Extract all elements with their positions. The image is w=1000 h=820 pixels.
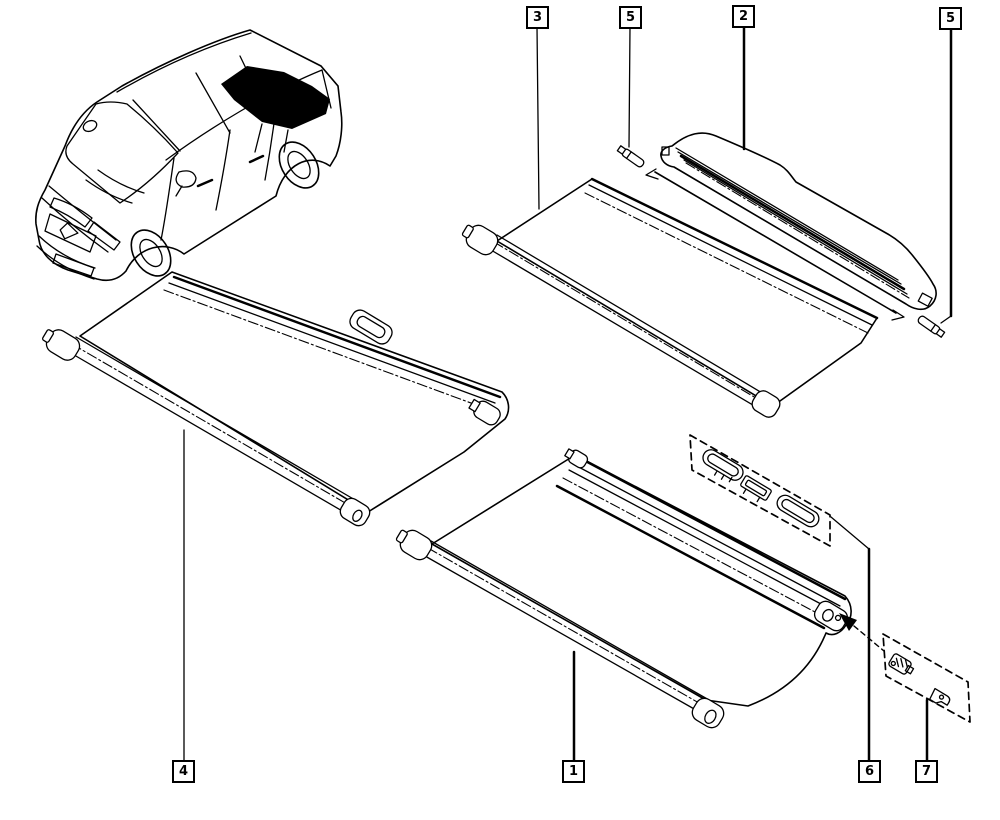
callout-box-5-right[interactable]: 5 [939,7,962,30]
callout-box-5-left[interactable]: 5 [619,6,642,29]
mount-arrow-icon [839,613,857,631]
windshield [65,101,179,204]
leader-lines [183,26,953,763]
callout-box-7[interactable]: 7 [915,760,938,783]
far-mirror-icon [82,119,98,133]
end-pin-5-right [917,315,946,338]
part7-clip-b [929,687,951,706]
cover-cassette-2 [660,132,937,311]
front-wheel [130,229,172,277]
callout-box-4[interactable]: 4 [172,760,195,783]
callout-box-3[interactable]: 3 [526,6,549,29]
cover4-roller-tube [68,336,363,520]
vehicle-illustration [35,29,343,282]
cover1-roller-endcap-right [691,697,725,729]
cargo-cover-assembly-1 [395,448,852,729]
cover3-roller-endcap-left [461,224,499,256]
cover3-sheet [496,178,878,407]
part6-dashed-box [689,434,831,547]
cover3-pull-rod [654,171,897,314]
callout-box-1[interactable]: 1 [562,760,585,783]
trim-parts-group-6 [689,434,831,547]
cover1-panel-tip [564,448,589,469]
cover1-roller-tube [424,540,710,715]
door-handles [196,154,265,188]
cover3-roller-endcap-right [751,390,781,418]
grille [44,213,97,253]
cover4-panel-endcap [468,398,501,426]
headlight-left [49,197,93,228]
leader-line-3 [536,26,540,210]
cover1-sheet [431,454,852,707]
cover3-roller-tube [490,234,775,415]
cargo-cover-highlight [221,66,330,129]
leader-line-6-elbow [830,516,870,550]
cover1-roller-endcap-left [395,529,433,561]
cover4-roller-endcap-left [42,329,81,361]
leader-line-5-left [628,26,631,148]
cargo-cover-assembly-4 [42,271,510,527]
brand-diamond-icon [59,222,79,240]
end-pin-5-left [616,145,645,168]
clip-parts-group-7 [882,633,971,723]
cover4-roller-endcap-right [339,497,371,527]
side-mirror-icon [175,170,197,197]
cargo-cover-blind-3 [461,168,905,418]
cover4-sheet [79,271,510,513]
part6-rail-b [740,475,772,503]
part6-rail-a [702,449,744,483]
callout-box-6[interactable]: 6 [858,760,881,783]
part6-rail-c [776,494,820,528]
cassette2-outline [660,132,937,311]
car-body-outline [35,29,343,282]
callout-box-2[interactable]: 2 [732,5,755,28]
wiper-lines [85,169,145,204]
headlight-right [87,221,121,251]
part7-dashed-box [882,633,971,723]
cover1-panel-endcap [813,600,849,632]
cover4-handle [349,309,393,345]
part7-clip-a [888,653,915,675]
